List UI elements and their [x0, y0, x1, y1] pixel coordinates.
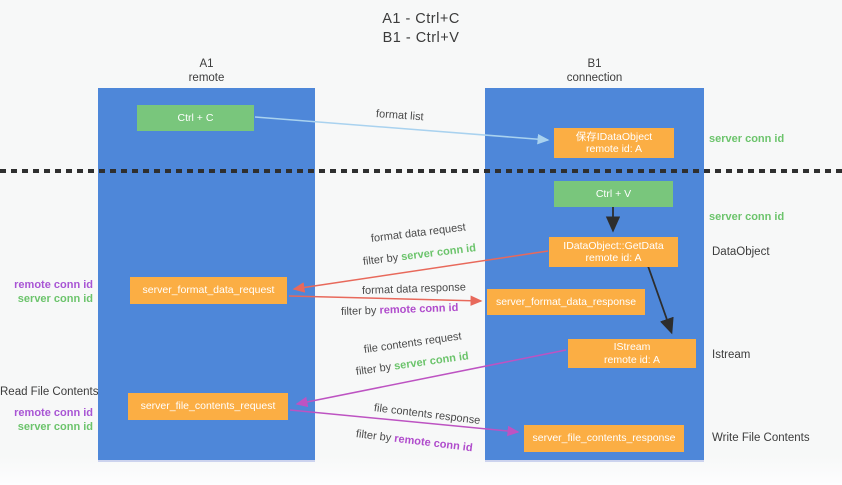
ctrl-v-label: Ctrl + V: [595, 187, 632, 200]
ctrl-c-node: Ctrl + C: [137, 105, 254, 131]
server-format-data-response-node: server_format_data_response: [487, 289, 645, 315]
left-column-header: A1 remote: [98, 58, 315, 85]
server-conn-id-label-top: server conn id: [709, 133, 785, 145]
filter-by-text: filter by: [340, 304, 377, 318]
server-conn-id-label-left-1: server conn id: [17, 293, 93, 305]
left-column-id: A1: [199, 58, 214, 70]
server-conn-id-text: server conn id: [400, 242, 477, 264]
istream-line2: remote id: A: [603, 353, 661, 366]
server-file-contents-response-label: server_file_contents_response: [532, 432, 676, 445]
filter-by-remote-conn-id-label-1: filter by remote conn id: [341, 302, 459, 318]
server-file-contents-response-node: server_file_contents_response: [524, 425, 684, 452]
server-format-data-response-label: server_format_data_response: [495, 295, 637, 308]
filter-by-server-conn-id-label-1: filter by server conn id: [362, 242, 476, 268]
remote-conn-id-label-1: remote conn id: [14, 279, 93, 291]
save-dataobject-line2: remote id: A: [585, 143, 643, 155]
getdata-node: IDataObject::GetData remote id: A: [549, 237, 678, 267]
file-contents-response-label: file contents response: [373, 402, 481, 427]
diagram-title: A1 - Ctrl+C B1 - Ctrl+V: [0, 10, 842, 48]
right-column-role: connection: [566, 71, 623, 84]
server-conn-id-label-mid: server conn id: [709, 211, 785, 223]
read-file-contents-label: Read File Contents: [0, 386, 99, 398]
getdata-line2: remote id: A: [585, 252, 642, 264]
save-dataobject-line1: 保存IDataObject: [575, 130, 653, 143]
istream-side-label: Istream: [712, 349, 751, 361]
filter-by-text: filter by: [355, 361, 392, 378]
format-data-response-label: format data response: [361, 281, 467, 297]
format-list-label: format list: [375, 108, 424, 124]
title-line-1: A1 - Ctrl+C: [382, 11, 460, 27]
right-column-header: B1 connection: [485, 58, 704, 85]
istream-line1: IStream: [613, 341, 651, 353]
server-format-data-request-label: server_format_data_request: [142, 284, 275, 297]
getdata-line1: IDataObject::GetData: [563, 239, 664, 252]
remote-conn-id-text: remote conn id: [393, 432, 474, 455]
server-conn-id-text: server conn id: [393, 350, 470, 373]
dataobject-label: DataObject: [712, 246, 770, 258]
server-file-contents-request-label: server_file_contents_request: [140, 400, 276, 413]
server-format-data-request-node: server_format_data_request: [130, 277, 287, 304]
remote-conn-id-label-2: remote conn id: [14, 407, 93, 419]
istream-node: IStream remote id: A: [568, 339, 696, 368]
filter-by-remote-conn-id-label-2: filter by remote conn id: [355, 428, 473, 454]
dotted-separator: [0, 169, 842, 173]
server-file-contents-request-node: server_file_contents_request: [128, 393, 288, 420]
left-column-role: remote: [188, 71, 225, 84]
save-dataobject-node: 保存IDataObject remote id: A: [554, 128, 674, 158]
ctrl-c-label: Ctrl + C: [177, 111, 214, 124]
server-conn-id-label-left-2: server conn id: [17, 421, 93, 433]
filter-by-text: filter by: [355, 428, 392, 445]
ctrl-v-node: Ctrl + V: [554, 181, 673, 207]
title-line-2: B1 - Ctrl+V: [382, 30, 460, 46]
filter-by-text: filter by: [362, 251, 399, 268]
remote-conn-id-text: remote conn id: [379, 301, 459, 317]
write-file-contents-label: Write File Contents: [712, 432, 810, 444]
format-data-request-label: format data request: [370, 221, 467, 245]
right-column-id: B1: [587, 58, 602, 70]
format-data-response-arrow: [288, 295, 483, 306]
